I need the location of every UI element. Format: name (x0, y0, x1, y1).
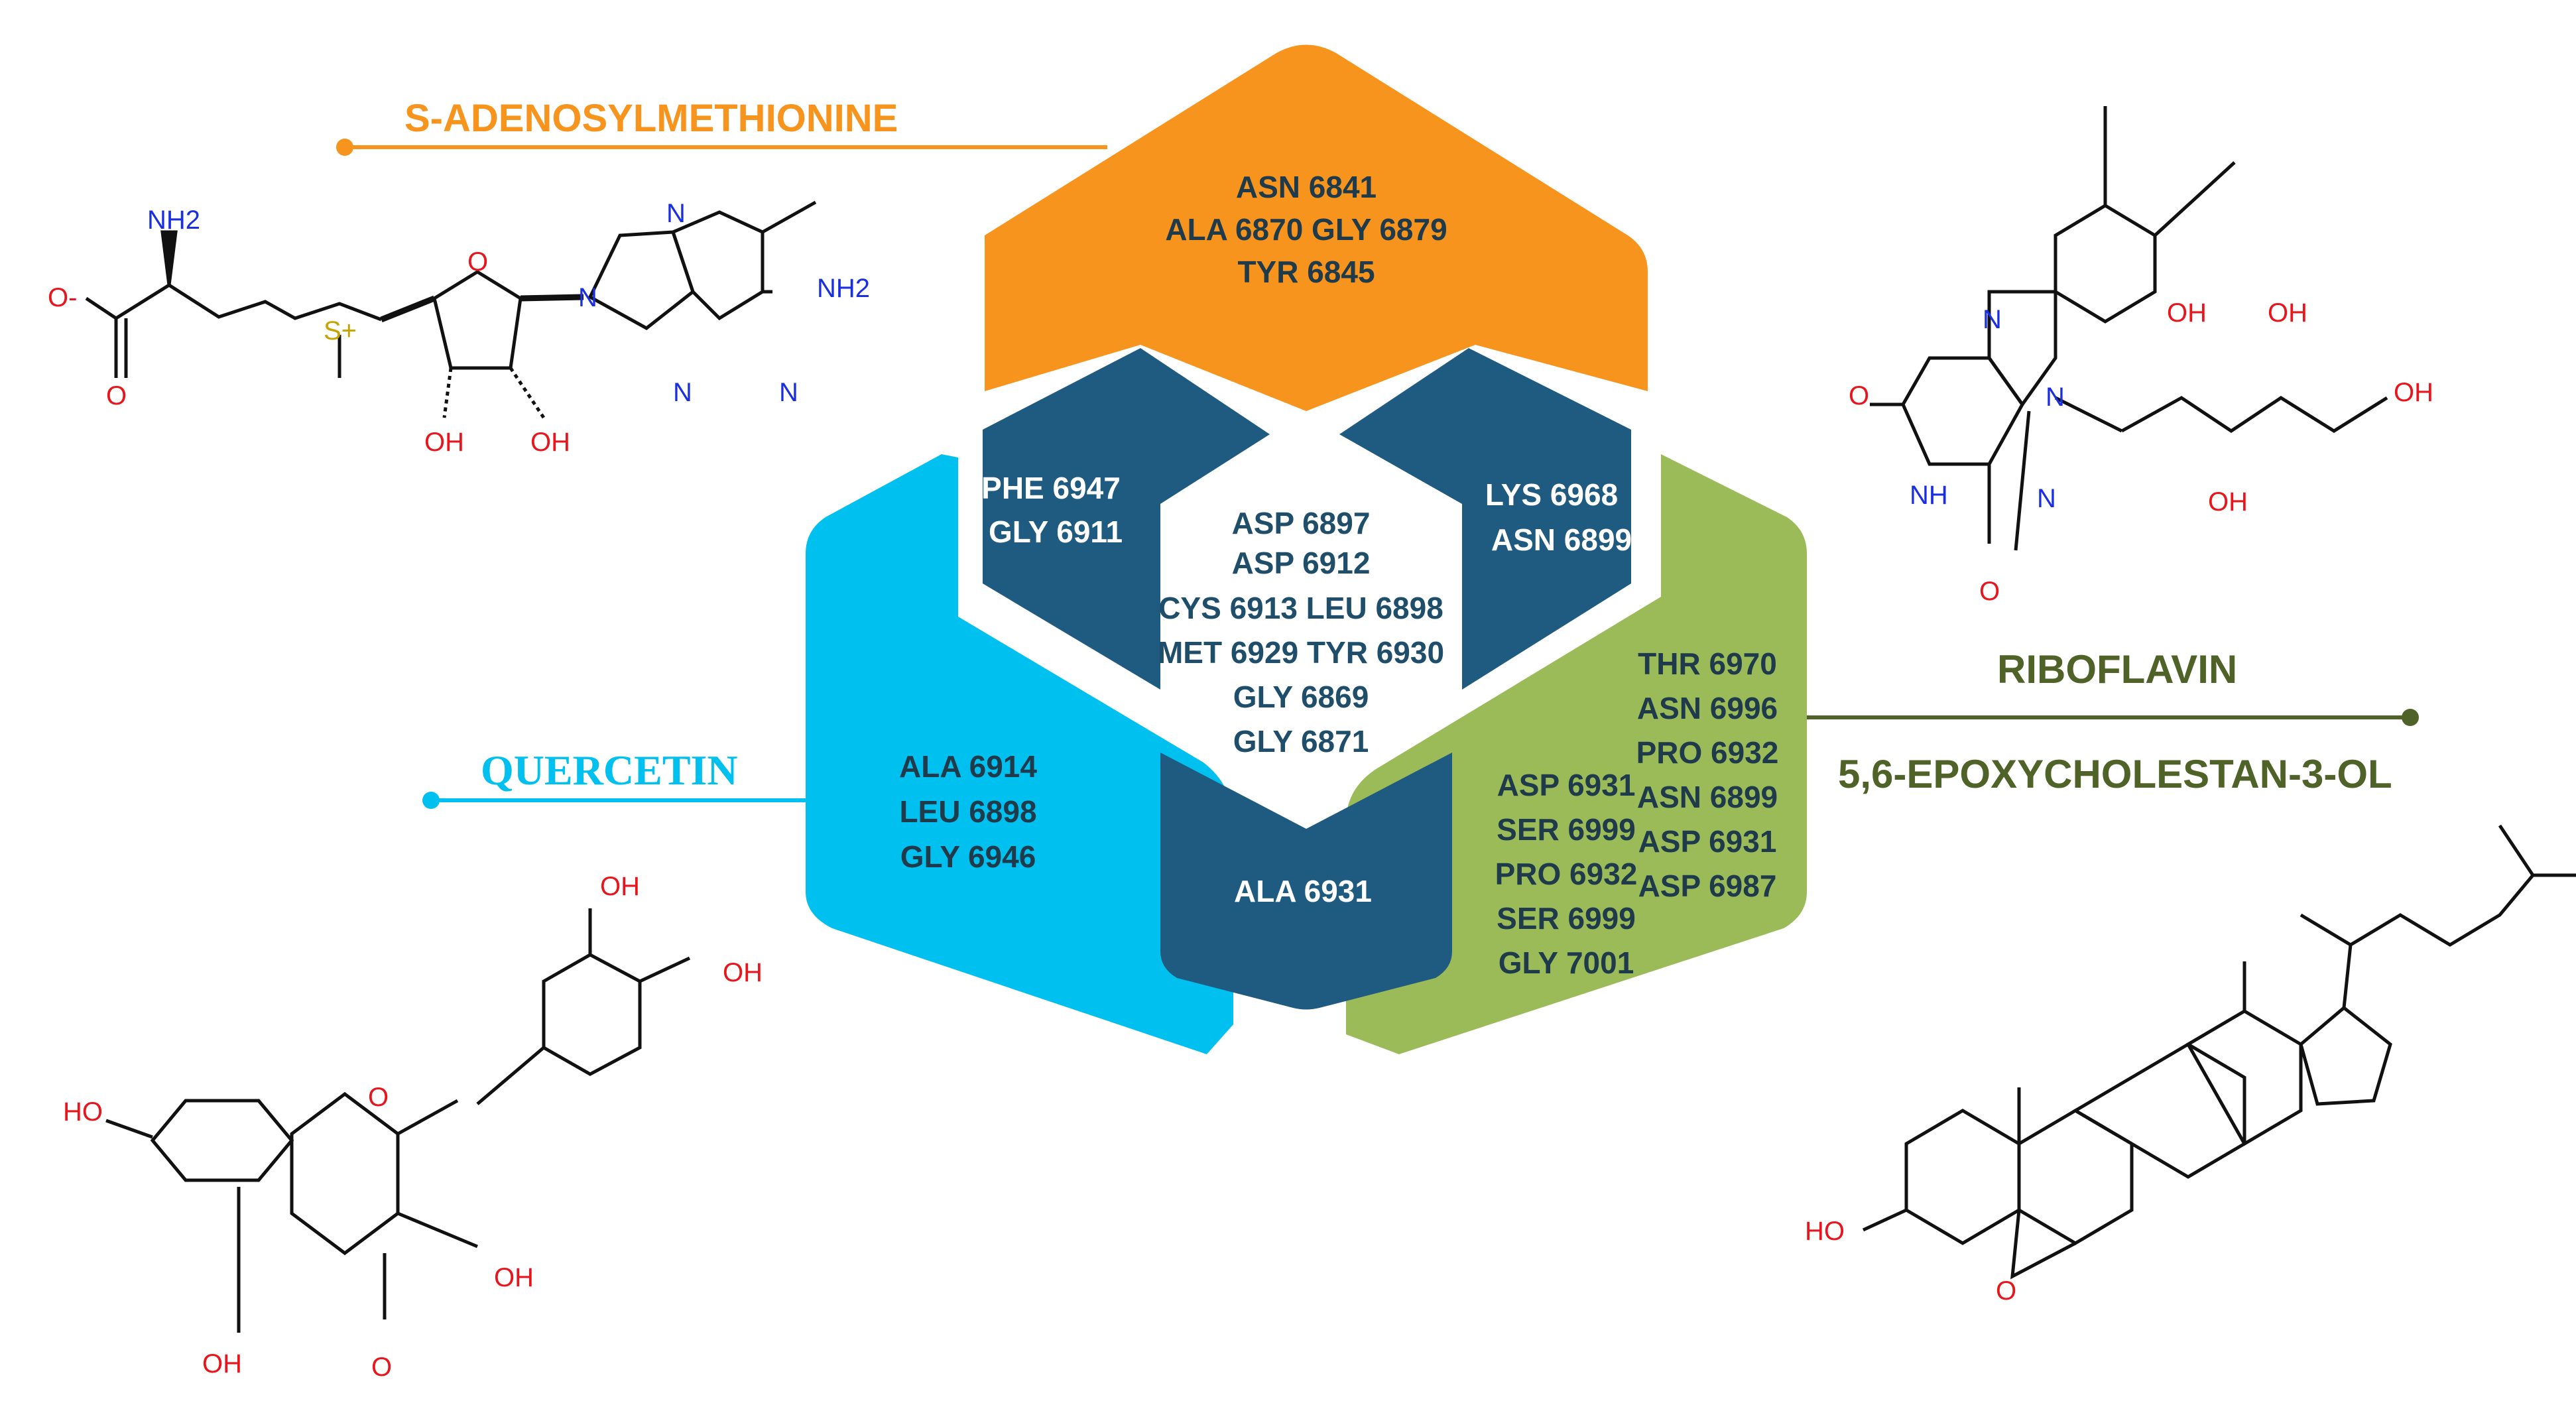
riboflavin-o-2: O (1979, 577, 2000, 606)
sam-nh2: NH2 (147, 206, 200, 235)
navy-bottom-residue-1: ALA 6931 (1234, 874, 1372, 908)
center-residue-3: CYS 6913 LEU 6898 (1158, 591, 1443, 625)
cyan-residue-3: GLY 6946 (900, 839, 1036, 874)
green-right-residue-6: ASP 6987 (1638, 869, 1777, 903)
riboflavin-oh-1: OH (2167, 298, 2207, 328)
quercetin-ho-7: HO (63, 1097, 103, 1127)
epoxycholestanol-epoxide-o: O (1996, 1276, 2016, 1306)
green-left-residue-5: GLY 7001 (1499, 945, 1634, 980)
center-residue-2: ASP 6912 (1232, 546, 1371, 580)
sam-n-9: N (578, 283, 597, 312)
riboflavin-o-4: O (1849, 381, 1869, 410)
green-left-residue-4: SER 6999 (1497, 901, 1636, 936)
sam-connector-dot (336, 139, 353, 156)
sam-label: S-ADENOSYLMETHIONINE (404, 97, 898, 140)
navy-right-residue-2: ASN 6899 (1491, 522, 1632, 557)
sam-nh2-amine: NH2 (817, 274, 870, 303)
riboflavin-structure (1870, 106, 2388, 551)
center-residue-4: MET 6929 TYR 6930 (1158, 635, 1444, 670)
riboflavin-oh-2: OH (2268, 298, 2307, 328)
navy-right-panel (1339, 348, 1631, 690)
riboflavin-oh-4: OH (2394, 378, 2433, 407)
quercetin-ring-o: O (368, 1083, 389, 1112)
cyan-residue-panel (806, 454, 1233, 1054)
sam-s-plus: S+ (324, 316, 357, 345)
riboflavin-label: RIBOFLAVIN (1997, 647, 2237, 692)
sam-oh-1: OH (424, 428, 464, 457)
riboflavin-oh-3: OH (2208, 487, 2248, 517)
quercetin-connector-dot (422, 792, 440, 809)
sam-n-7: N (666, 199, 686, 228)
cyan-residue-2: LEU 6898 (899, 794, 1036, 829)
riboflavin-n-10: N (2046, 383, 2065, 412)
green-right-residue-4: ASN 6899 (1637, 780, 1778, 814)
center-residue-5: GLY 6869 (1233, 680, 1369, 714)
green-right-residue-5: ASP 6931 (1638, 824, 1777, 859)
green-right-residue-1: THR 6970 (1638, 646, 1777, 681)
riboflavin-n-1: N (2037, 484, 2056, 513)
quercetin-oh-3: OH (494, 1263, 534, 1292)
center-residue-6: GLY 6871 (1233, 724, 1369, 759)
sam-ring-o: O (467, 247, 488, 276)
navy-right-residue-1: LYS 6968 (1485, 477, 1618, 512)
green-left-residue-1: ASP 6931 (1497, 768, 1636, 802)
orange-residue-2: ALA 6870 GLY 6879 (1165, 212, 1447, 247)
sam-n-3: N (673, 378, 692, 407)
navy-bottom-panel (1160, 753, 1452, 1010)
sam-o-minus: O- (48, 283, 77, 312)
green-right-residue-2: ASN 6996 (1637, 691, 1778, 725)
orange-residue-panel (985, 44, 1648, 411)
navy-left-residue-2: GLY 6911 (989, 515, 1123, 549)
orange-residue-1: ASN 6841 (1236, 170, 1377, 204)
center-residue-1: ASP 6897 (1232, 506, 1371, 540)
green-right-residue-3: PRO 6932 (1636, 735, 1779, 770)
riboflavin-connector-dot (2402, 709, 2419, 726)
orange-residue-3: TYR 6845 (1237, 255, 1375, 289)
riboflavin-n-5: N (1983, 305, 2002, 334)
riboflavin-nh: NH (1910, 481, 1948, 510)
sam-o: O (106, 381, 127, 410)
green-left-residue-2: SER 6999 (1497, 812, 1636, 847)
sam-n-1: N (779, 378, 798, 407)
sam-structure (85, 200, 817, 419)
quercetin-structure (105, 908, 691, 1333)
quercetin-oh-3p: OH (600, 872, 640, 901)
navy-left-residue-1: PHE 6947 (981, 471, 1121, 505)
epoxycholestanol-structure (1862, 824, 2576, 1280)
navy-left-panel (983, 348, 1270, 690)
quercetin-oh-4p: OH (723, 958, 763, 987)
quercetin-oh-5: OH (202, 1349, 242, 1378)
epoxycholestanol-ho: HO (1805, 1217, 1845, 1246)
epoxycholestanol-label: 5,6-EPOXYCHOLESTAN-3-OL (1838, 752, 2392, 796)
green-residue-panel (1346, 454, 1807, 1054)
quercetin-label: QUERCETIN (481, 747, 738, 794)
sam-oh-2: OH (530, 428, 570, 457)
quercetin-o-4: O (371, 1353, 392, 1382)
cyan-residue-1: ALA 6914 (899, 749, 1037, 784)
green-left-residue-3: PRO 6932 (1495, 857, 1638, 891)
